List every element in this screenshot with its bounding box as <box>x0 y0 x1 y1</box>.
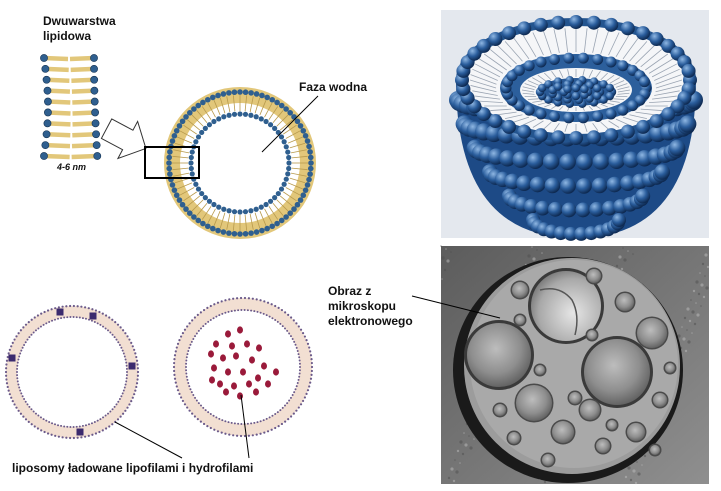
micrograph-label-line3: elektronowego <box>328 314 413 328</box>
bilayer-label-line2: lipidowa <box>43 29 91 43</box>
electron-micrograph <box>440 245 710 485</box>
leader-line-micrograph <box>411 295 501 319</box>
liposome-hydrophile <box>172 296 314 438</box>
liposome-lipophile <box>4 304 140 440</box>
leader-line-lipophile <box>114 421 183 459</box>
liposomes-caption: liposomy ładowane lipofilami i hydrofila… <box>12 461 254 475</box>
micrograph-label-line2: mikroskopu <box>328 299 397 313</box>
leader-line-hydrophile <box>240 394 250 459</box>
aqueous-phase-label: Faza wodna <box>299 80 368 94</box>
zoom-box <box>144 146 200 179</box>
vesicle-ring <box>164 87 316 239</box>
thickness-label: 4-6 nm <box>57 162 87 172</box>
bilayer-fragment <box>40 54 102 160</box>
micrograph-label-line1: Obraz z <box>328 284 372 298</box>
hollow-arrow-icon <box>100 118 147 160</box>
leader-line-aqueous <box>261 95 319 153</box>
micrograph-label: Obraz z mikroskopu elektronowego <box>328 284 413 329</box>
bilayer-label: Dwuwarstwa lipidowa <box>43 14 116 44</box>
bilayer-label-line1: Dwuwarstwa <box>43 14 116 28</box>
liposome-3d-illustration <box>441 10 709 241</box>
